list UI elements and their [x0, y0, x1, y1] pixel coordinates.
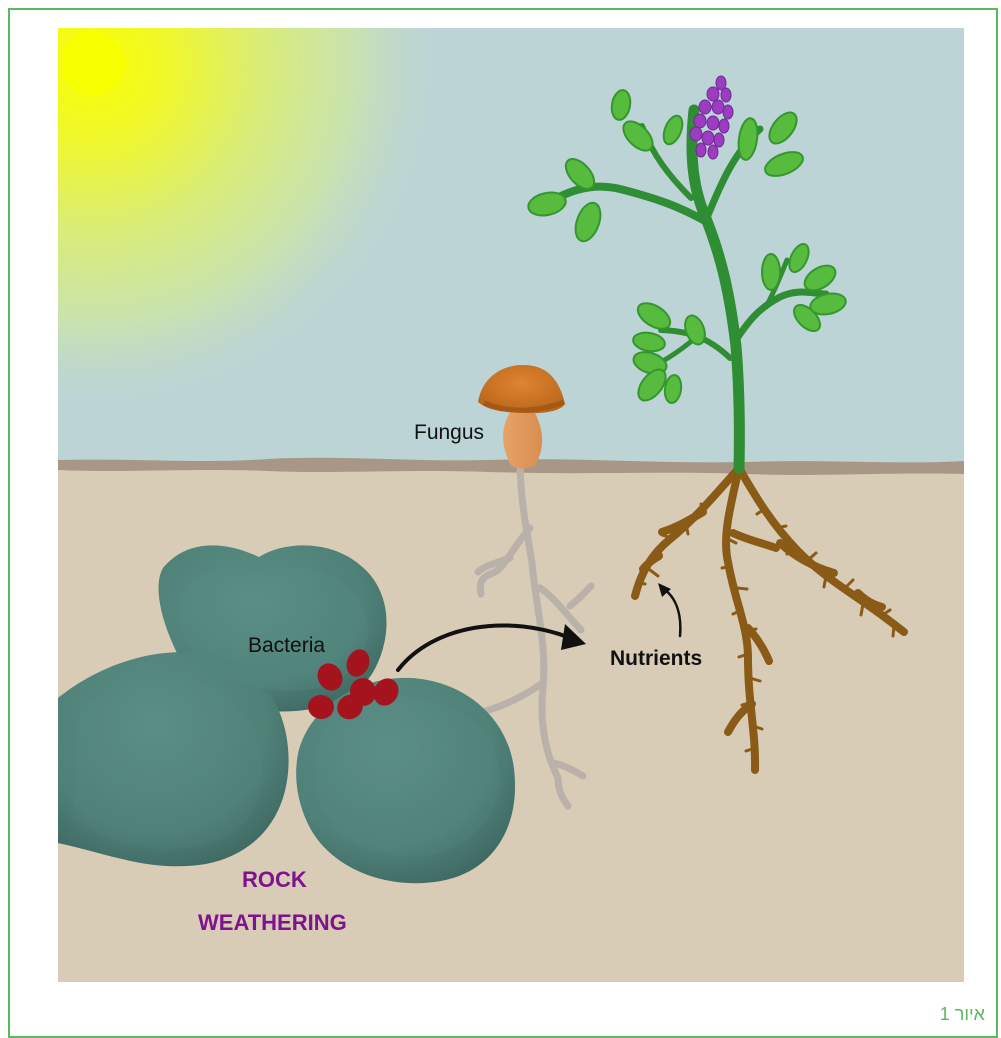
ecosystem-illustration: Fungus Bacteria Nutrients ROCK WEATHERIN… — [58, 28, 964, 982]
nutrients-label: Nutrients — [610, 647, 702, 670]
bacteria-label: Bacteria — [248, 634, 325, 657]
rock-label: ROCK — [242, 867, 307, 892]
mushroom-stalk — [503, 411, 542, 469]
leaf — [762, 254, 780, 290]
sun — [61, 31, 125, 95]
sun-glow — [58, 28, 488, 470]
figure-caption: איור 1 — [940, 1004, 985, 1024]
fungus-label: Fungus — [414, 421, 484, 444]
weathering-label: WEATHERING — [198, 910, 347, 935]
illustration-svg: Fungus Bacteria Nutrients ROCK WEATHERIN… — [58, 28, 964, 982]
